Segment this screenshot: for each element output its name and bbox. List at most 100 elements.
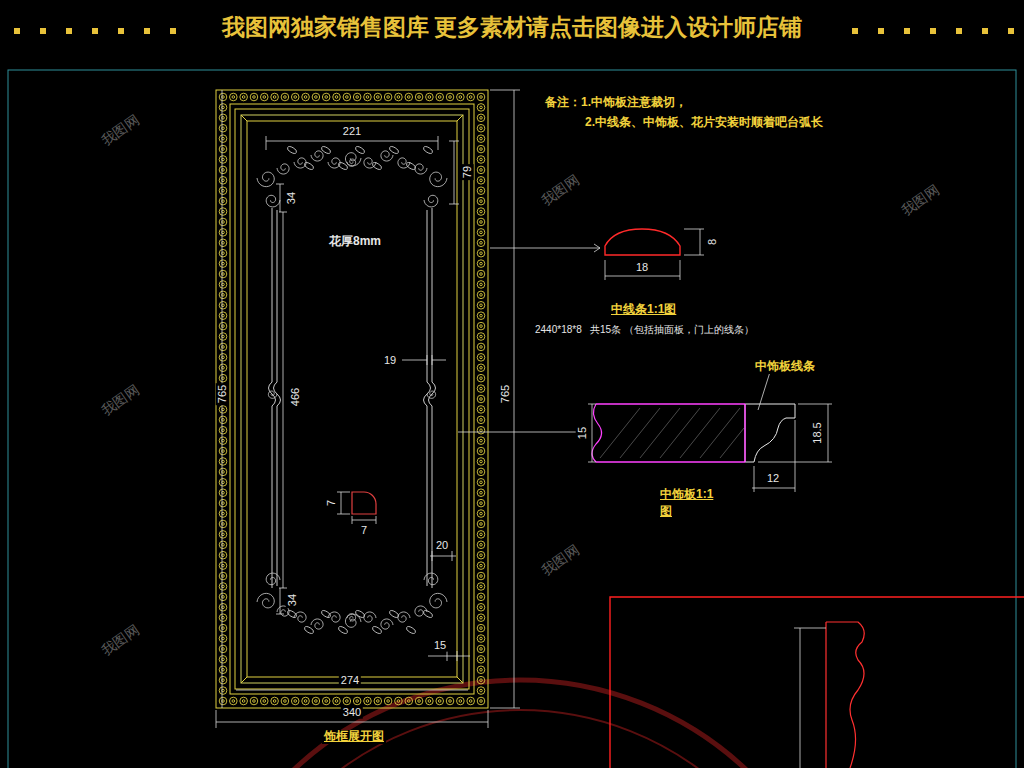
bead bbox=[219, 520, 227, 528]
bead bbox=[364, 93, 372, 101]
bead bbox=[477, 447, 485, 455]
bead bbox=[219, 187, 227, 195]
bead bbox=[436, 93, 444, 101]
bead bbox=[312, 93, 320, 101]
bead-dot bbox=[459, 700, 462, 703]
banner-dot bbox=[66, 28, 72, 34]
bead bbox=[219, 458, 227, 466]
bead bbox=[353, 93, 361, 101]
bead-dot bbox=[449, 700, 452, 703]
bead-dot bbox=[480, 429, 483, 432]
bead bbox=[457, 697, 465, 705]
bead bbox=[477, 197, 485, 205]
bead bbox=[250, 93, 258, 101]
bead-dot bbox=[480, 210, 483, 213]
bead-dot bbox=[459, 96, 462, 99]
bead-dot bbox=[480, 148, 483, 151]
bead bbox=[477, 510, 485, 518]
leaf bbox=[388, 609, 399, 618]
bead-dot bbox=[480, 366, 483, 369]
banner-dot bbox=[170, 28, 176, 34]
bead bbox=[446, 93, 454, 101]
scroll-curl bbox=[277, 164, 289, 174]
bead bbox=[219, 614, 227, 622]
scroll-curl bbox=[266, 573, 280, 585]
bead bbox=[302, 93, 310, 101]
bead bbox=[219, 645, 227, 653]
scroll-curl bbox=[294, 158, 306, 168]
bead bbox=[477, 187, 485, 195]
bead bbox=[426, 697, 434, 705]
bead bbox=[219, 479, 227, 487]
frame-outline bbox=[216, 90, 488, 708]
bead bbox=[477, 656, 485, 664]
dimension: 79 bbox=[461, 164, 474, 180]
bead bbox=[477, 697, 485, 705]
leaf bbox=[303, 161, 314, 170]
bead bbox=[426, 93, 434, 101]
bead-dot bbox=[480, 231, 483, 234]
banner-title: 我图网独家销售图库 更多素材请点击图像进入设计师店铺 bbox=[0, 15, 1024, 41]
bead-dot bbox=[284, 96, 287, 99]
bead-dot bbox=[480, 169, 483, 172]
bead-dot bbox=[480, 356, 483, 359]
bead-dot bbox=[480, 262, 483, 265]
bead bbox=[477, 249, 485, 257]
bead bbox=[477, 499, 485, 507]
bead-dot bbox=[335, 96, 338, 99]
bead-dot bbox=[480, 200, 483, 203]
banner-dot bbox=[956, 28, 962, 34]
bead-dot bbox=[242, 700, 245, 703]
dimension-lines bbox=[216, 90, 520, 728]
bead bbox=[477, 374, 485, 382]
bead bbox=[219, 124, 227, 132]
dimension: 12 bbox=[765, 472, 781, 485]
bead-dot bbox=[397, 96, 400, 99]
bead bbox=[333, 697, 341, 705]
bead bbox=[219, 312, 227, 320]
bead bbox=[477, 166, 485, 174]
bead-dot bbox=[480, 648, 483, 651]
bead-dot bbox=[377, 700, 380, 703]
bead-dot bbox=[480, 564, 483, 567]
dimension: 274 bbox=[339, 674, 361, 687]
bead-dot bbox=[480, 543, 483, 546]
dimension: 765 bbox=[216, 383, 229, 405]
leaf bbox=[286, 609, 297, 618]
bead bbox=[405, 93, 413, 101]
part-name: 中饰板线条 bbox=[753, 360, 817, 374]
bead-dot bbox=[480, 106, 483, 109]
bead-dot bbox=[480, 491, 483, 494]
bead bbox=[219, 281, 227, 289]
leaf bbox=[405, 161, 416, 170]
bead bbox=[477, 291, 485, 299]
bead bbox=[395, 697, 403, 705]
note: 2.中线条、中饰板、花片安装时顺着吧台弧长 bbox=[583, 116, 825, 130]
leaf bbox=[286, 145, 297, 154]
view-title: 中饰板1:1 bbox=[658, 488, 715, 502]
bead bbox=[281, 93, 289, 101]
bead-dot bbox=[480, 158, 483, 161]
bead-dot bbox=[480, 398, 483, 401]
bead bbox=[477, 177, 485, 185]
bead bbox=[477, 562, 485, 570]
bead bbox=[477, 572, 485, 580]
bead bbox=[415, 697, 423, 705]
bead bbox=[477, 583, 485, 591]
bead-dot bbox=[480, 502, 483, 505]
bead-dot bbox=[469, 700, 472, 703]
bead-dot bbox=[480, 252, 483, 255]
bead bbox=[477, 635, 485, 643]
bead-dot bbox=[397, 700, 400, 703]
bead bbox=[477, 322, 485, 330]
bead bbox=[477, 114, 485, 122]
banner-dot bbox=[982, 28, 988, 34]
bead-dot bbox=[480, 481, 483, 484]
bead bbox=[477, 520, 485, 528]
watermark: 我图网 bbox=[538, 541, 582, 578]
bead-dot bbox=[480, 346, 483, 349]
thickness-note: 花厚8mm bbox=[327, 235, 383, 249]
leaf bbox=[354, 609, 365, 618]
scroll-curl bbox=[257, 172, 274, 187]
scroll-curl bbox=[381, 619, 393, 629]
